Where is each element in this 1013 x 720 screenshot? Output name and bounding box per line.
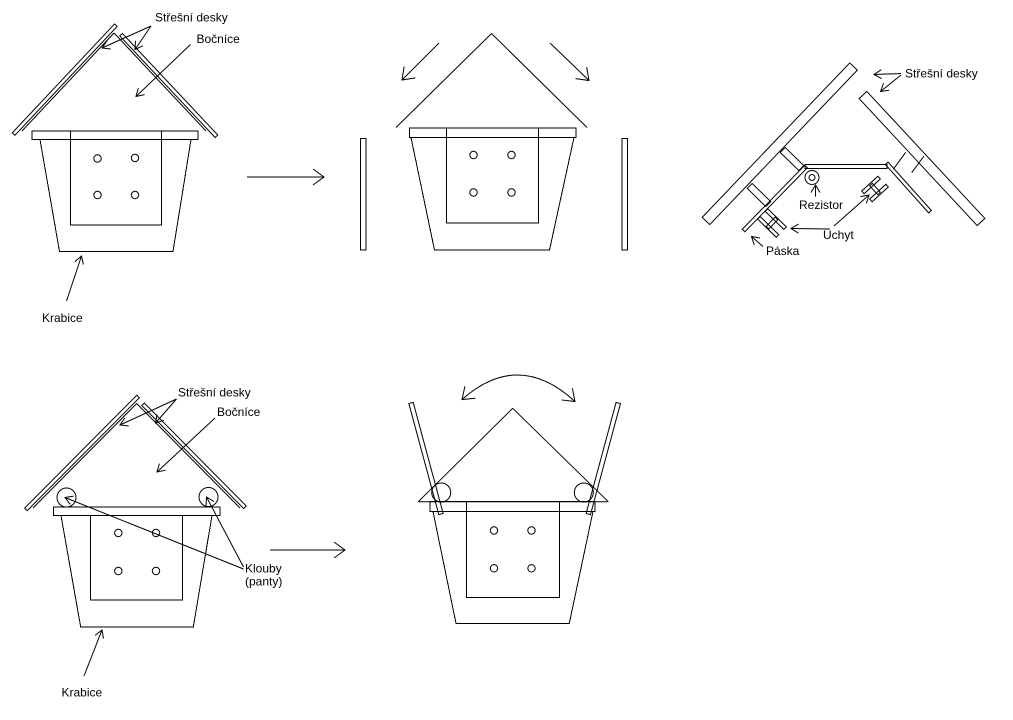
fig3-tape-strip-left — [741, 164, 809, 233]
fig2-box-body — [410, 137, 575, 251]
fig5-hole — [527, 526, 536, 535]
fig1-roof-board-right — [119, 32, 219, 139]
fig3-holder-right-bar1 — [860, 175, 882, 195]
fig5-hole — [489, 526, 499, 535]
fig2-hole — [507, 188, 516, 197]
fig2-hole — [469, 150, 478, 160]
fig3-resistor — [804, 170, 820, 185]
fig5-hinge-right — [573, 482, 594, 503]
fig5-roof-outline — [417, 407, 609, 503]
fig4-roof-boards-arrow-1 — [119, 398, 177, 427]
fig4-box-label: Krabice — [62, 686, 103, 700]
fig3-roof-boards-arrow-2 — [879, 74, 902, 93]
fig5-hole — [489, 564, 499, 573]
fig2-remove-arrow-left — [401, 42, 440, 81]
fig4-hinge-arrow-short — [205, 496, 244, 568]
fig3-bracket-right-rung-2 — [911, 155, 925, 173]
fig1-hole — [130, 190, 140, 200]
fig3-tape-strip-right — [884, 161, 933, 214]
fig1-roof-boards-arrow-1 — [101, 25, 152, 50]
fig2-hole — [469, 188, 478, 197]
fig1-side-panel-label: Bočníce — [197, 32, 241, 46]
fig3-resistor-label: Rezistor — [799, 198, 843, 212]
fig4-hinge-label-line1: Klouby — [245, 562, 282, 576]
fig5-roof-board-right — [585, 401, 622, 516]
fig5-box-inner-panel — [466, 501, 560, 598]
fig3-roof-board-left — [701, 62, 859, 226]
fig1-hole — [93, 190, 102, 200]
fig1-box-arrow — [66, 255, 84, 302]
fig3-holder-left-bar2 — [756, 215, 780, 238]
fig4-roof-board-left — [23, 394, 141, 512]
fig2-hole — [507, 150, 516, 160]
figure-roof-detail: Střešní desky Rezistor Úchyt Páska — [701, 62, 986, 258]
figure-assembled: Střešní desky Bočníce Krabice — [11, 11, 241, 325]
fig4-box-body — [60, 515, 213, 628]
fig1-box-rim — [31, 130, 199, 140]
fig1-box-inner-panel — [70, 130, 163, 226]
fig4-hinge-arrow-long — [64, 495, 244, 570]
fig4-box-inner-panel — [90, 515, 184, 601]
fig4-side-panel-arrow — [156, 417, 216, 473]
fig4-hinge-right — [198, 487, 219, 507]
fig4-roof-board-right — [141, 402, 247, 510]
fig4-roof-boards-arrow-2 — [154, 398, 177, 424]
fig1-roof-boards-label: Střešní desky — [155, 11, 228, 25]
fig3-holder-arrow-left — [790, 223, 831, 234]
fig1-side-panel-arrow — [135, 44, 191, 98]
fig1-box-label: Krabice — [42, 311, 83, 325]
fig3-cross-strip — [804, 164, 888, 169]
fig5-hole — [527, 564, 536, 573]
fig1-box-body — [39, 139, 192, 252]
fig2-roof-board-left — [360, 137, 367, 251]
fig2-roof-outline — [395, 33, 588, 128]
fig1-roof-outline — [21, 32, 207, 132]
fig3-resistor-core — [808, 174, 816, 181]
fig4-side-panel-label: Bočníce — [217, 405, 261, 419]
figure-hinged: Střešní desky Bočníce Klouby (panty) Kra… — [23, 386, 282, 700]
fig3-holder-label: Úchyt — [823, 227, 854, 242]
fig1-roof-board-left — [11, 23, 118, 137]
fig3-roof-boards-label: Střešní desky — [905, 67, 978, 81]
fig4-hole — [151, 566, 161, 576]
fig4-hole — [114, 566, 123, 576]
fig2-box-inner-panel — [446, 127, 539, 224]
fig5-box-body — [432, 511, 594, 624]
fig5-roof-board-left — [408, 401, 444, 516]
fig1-hole — [130, 153, 140, 163]
fig3-roof-boards-arrow-1 — [873, 69, 902, 80]
fig3-bracket-left-top — [779, 146, 805, 172]
fig3-holder-left-mid — [765, 216, 779, 230]
fig3-holder-arrow-right — [833, 194, 870, 227]
fig5-box-rim — [429, 501, 596, 513]
fig5-swing-arrow — [461, 374, 576, 403]
fig2-roof-board-right — [621, 137, 628, 251]
fig3-holder-left-bar1 — [764, 208, 788, 231]
fig2-box-rim — [409, 127, 577, 138]
fig4-hinge-label-line2: (panty) — [245, 575, 282, 589]
fig4-box-arrow — [83, 629, 104, 677]
fig4-box-rim — [53, 506, 221, 516]
figure-exploded — [360, 33, 628, 251]
figure-opened — [408, 374, 622, 624]
fig3-tape-arrow — [750, 235, 764, 247]
fig4-hinge-left — [56, 487, 77, 508]
fig4-hole — [114, 528, 123, 538]
fig3-bracket-right-rung-1 — [892, 152, 907, 170]
fig4-roof-boards-label: Střešní desky — [178, 386, 251, 400]
fig3-tape-label: Páska — [766, 244, 800, 258]
fig5-hinge-left — [431, 482, 452, 503]
fig1-hole — [93, 154, 102, 163]
fig2-remove-arrow-right — [549, 42, 590, 82]
fig3-holder-right-bar2 — [868, 183, 890, 203]
fig3-holder-right-mid — [868, 182, 882, 196]
fig3-bracket-left-mid — [746, 182, 772, 208]
fig1-roof-boards-arrow-2 — [134, 25, 152, 51]
